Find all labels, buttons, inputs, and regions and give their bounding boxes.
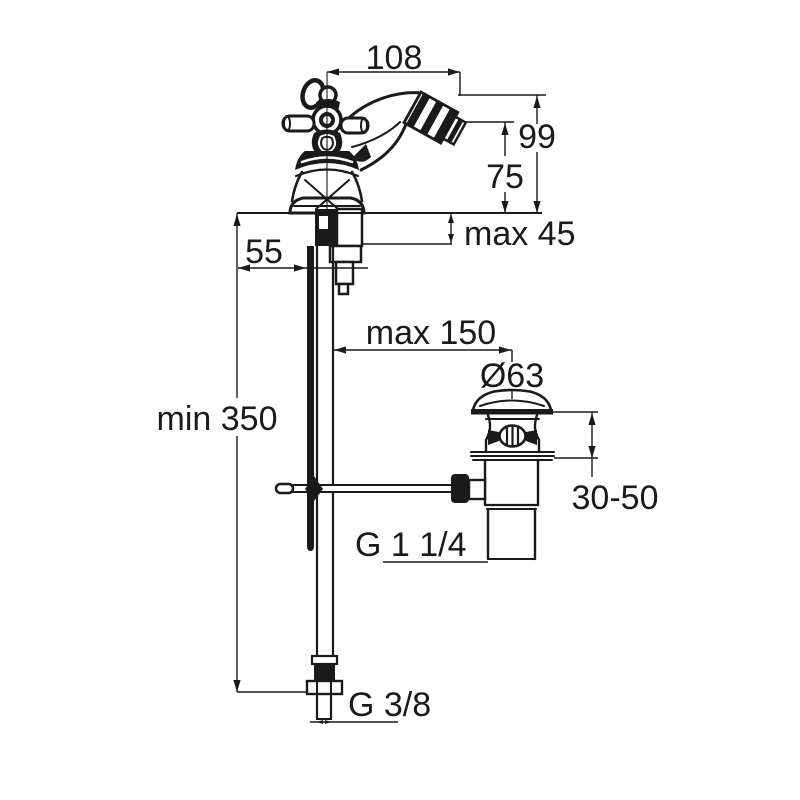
dim-label-waste-flange-diameter: Ø63 [480,357,544,395]
dim-label-waste-deck-range: 30-50 [572,479,659,517]
dim-label-min-hose-length: min 350 [157,400,278,438]
dim-label-inlet-thread: G 3/8 [348,686,431,724]
dim-label-waste-thread: G 1 1/4 [355,526,467,564]
aerator [402,90,468,147]
mounting-hardware [315,207,364,296]
inlet-fitting [305,654,344,721]
dimension-arrows [233,68,596,724]
spout-root-shadow [352,144,371,162]
dim-label-outlet-height: 75 [486,158,524,196]
popup-rod [307,246,314,551]
dim-label-max-deck-thickness: max 45 [464,215,576,253]
cross-handle [281,78,370,170]
dim-label-spout-height: 99 [518,118,556,156]
popup-waste [451,388,555,561]
dim-label-spout-projection: 108 [366,39,423,77]
waste-adjust-knob [451,474,469,503]
dim-label-drain-offset: max 150 [366,314,496,352]
dimension-labels: 108 99 75 max 45 55 max 150 min 350 Ø63 … [157,39,659,724]
dim-label-rear-offset: 55 [245,233,283,271]
popup-linkage [274,476,457,501]
